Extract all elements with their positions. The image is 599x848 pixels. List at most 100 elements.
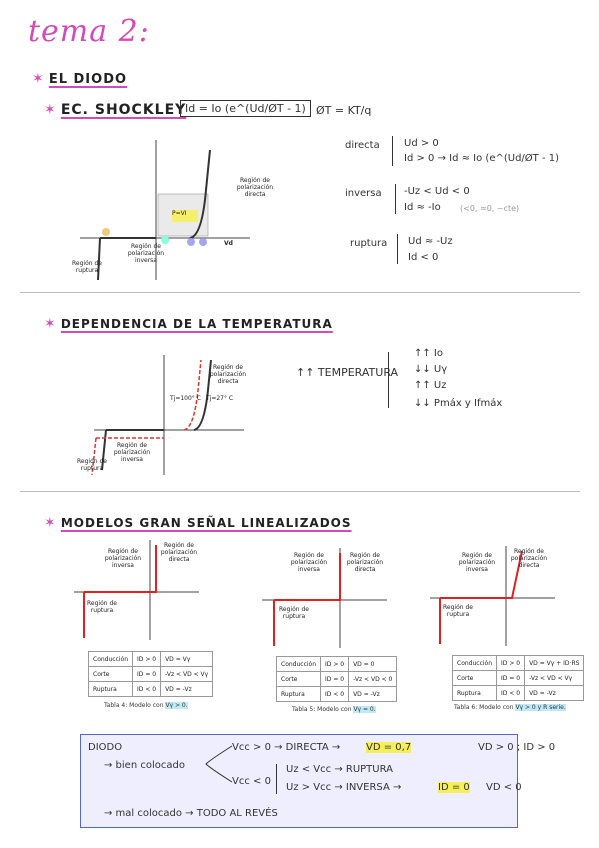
temp-item-0: ↑↑ Io [414, 348, 444, 359]
table-cell: Conducción [275, 656, 322, 672]
table-caption-2: Tabla 5: Modelo con Vγ = 0. [292, 706, 376, 713]
section-modelos: ✶ MODELOS GRAN SEÑAL LINEALIZADOS [44, 512, 352, 531]
table-cell: Corte [275, 671, 322, 687]
brace-icon [205, 745, 233, 783]
star-icon: ✶ [44, 316, 56, 332]
table-cell: Corte [87, 666, 134, 682]
temp-item-1: ↓↓ Uγ [414, 364, 448, 375]
ruptura-label: ruptura [350, 238, 388, 249]
section-diodo: ✶ EL DIODO [32, 68, 127, 87]
table-cell: Corte [451, 670, 498, 686]
table-cell: Ruptura [451, 685, 498, 701]
table-cell: Conducción [87, 651, 134, 667]
summary-vcc-pos: Vcc > 0 → DIRECTA → [232, 742, 341, 753]
model3-directa-label: Región de polarización directa [510, 548, 548, 569]
model2-inversa-label: Región de polarización inversa [290, 552, 328, 573]
graph-vd: Vd [224, 240, 233, 247]
table-caption-3: Tabla 6: Modelo con Vγ > 0 y R serie. [454, 704, 566, 711]
table-cell: ID = 0 [132, 666, 162, 682]
directa-cond-1: Ud > 0 [404, 138, 439, 149]
table-cell: ID > 0 [132, 651, 162, 667]
table-cell: Ruptura [87, 681, 134, 697]
inversa-cond-1: -Uz < Ud < 0 [404, 186, 470, 197]
table-cell: -Vz < VD < Vγ [160, 666, 214, 682]
summary-right-2: VD < 0 [486, 782, 522, 793]
table-caption-1: Tabla 4: Modelo con Vγ > 0. [104, 702, 188, 709]
summary-box [80, 734, 518, 828]
table-cell: VD = -Vz [160, 681, 214, 697]
star-icon: ✶ [32, 71, 44, 87]
table-cell: Ruptura [275, 686, 322, 702]
directa-cond-2: Id > 0 → Id ≈ Io (e^(Ud/ØT - 1) [404, 153, 559, 164]
ruptura-cond-2: Id < 0 [408, 252, 439, 263]
inversa-cond-2: Id ≈ -Io [404, 202, 441, 213]
star-icon: ✶ [44, 102, 56, 118]
table-cell: VD = 0 [348, 656, 398, 672]
table-cell: ID > 0 [320, 656, 350, 672]
model3-ruptura-label: Región de ruptura [443, 604, 473, 618]
table-cell: Conducción [451, 655, 498, 671]
model2-directa-label: Región de polarización directa [346, 552, 384, 573]
model-graph-1 [74, 540, 199, 640]
table-cell: ID = 0 [320, 671, 350, 687]
summary-id0: ID = 0 [438, 782, 470, 793]
summary-uz-gt: Uz > Vcc → INVERSA → [286, 782, 402, 793]
brace-divider [395, 184, 396, 214]
directa-label: directa [345, 140, 380, 151]
summary-vcc-neg: Vcc < 0 [232, 776, 271, 787]
temp-inversa-label: Región de polarización inversa [113, 442, 151, 463]
page-title: tema 2: [28, 14, 150, 49]
temperature-graph [91, 355, 244, 476]
table-cell: ID = 0 [496, 670, 526, 686]
summary-bien: → bien colocado [104, 760, 185, 771]
section-modelos-label: MODELOS GRAN SEÑAL LINEALIZADOS [60, 516, 352, 530]
model2-ruptura-label: Región de ruptura [279, 606, 309, 620]
temp-item-3: ↓↓ Pmáx y Ifmáx [414, 398, 503, 409]
brace-divider [388, 352, 389, 408]
summary-vd07: VD = 0,7 [366, 742, 412, 753]
summary-uz-lt: Uz < Vcc → RUPTURA [286, 764, 393, 775]
inversa-note: (<0, ≈0, ~cte) [460, 204, 520, 213]
table-cell: ID < 0 [132, 681, 162, 697]
thermal-voltage: ØT = KT/q [316, 104, 372, 117]
table-cell: VD = -Vz [348, 686, 398, 702]
section-diodo-label: EL DIODO [48, 72, 128, 87]
temp-main: ↑↑ TEMPERATURA [296, 366, 399, 379]
divider [20, 491, 580, 492]
model1-ruptura-label: Región de ruptura [87, 600, 117, 614]
inversa-label: inversa [345, 188, 382, 199]
ruptura-cond-1: Ud ≈ -Uz [408, 236, 453, 247]
table-cell: VD = -Vz [524, 685, 585, 701]
graph-inversa-label: Región de polarización inversa [127, 243, 165, 264]
section-temperatura: ✶ DEPENDENCIA DE LA TEMPERATURA [44, 313, 333, 332]
graph-ruptura-label: Región de ruptura [72, 260, 102, 274]
section-temperatura-label: DEPENDENCIA DE LA TEMPERATURA [60, 317, 333, 331]
divider [20, 292, 580, 293]
brace-divider [276, 764, 277, 794]
model3-inversa-label: Región de polarización inversa [458, 552, 496, 573]
temp-ruptura-label: Región de ruptura [77, 458, 107, 472]
model-graph-2 [262, 548, 387, 648]
model-graph-3 [430, 546, 555, 646]
temp-t2-label: Tj=27° C [206, 395, 234, 402]
table-cell: -Vz < VD < Vγ [524, 670, 585, 686]
shockley-formula: Id = Io (e^(Ud/ØT - 1) [180, 100, 311, 117]
summary-diodo: DIODO [88, 742, 123, 753]
star-icon: ✶ [44, 515, 56, 531]
table-cell: VD = Vγ [160, 651, 214, 667]
temp-item-2: ↑↑ Uz [414, 380, 447, 391]
temp-t1-label: Tj=100° C [170, 395, 201, 402]
brace-divider [397, 234, 398, 264]
shockley-graph [80, 140, 250, 280]
graph-directa-label: Región de polarización directa [236, 177, 274, 198]
table-cell: ID > 0 [496, 655, 526, 671]
